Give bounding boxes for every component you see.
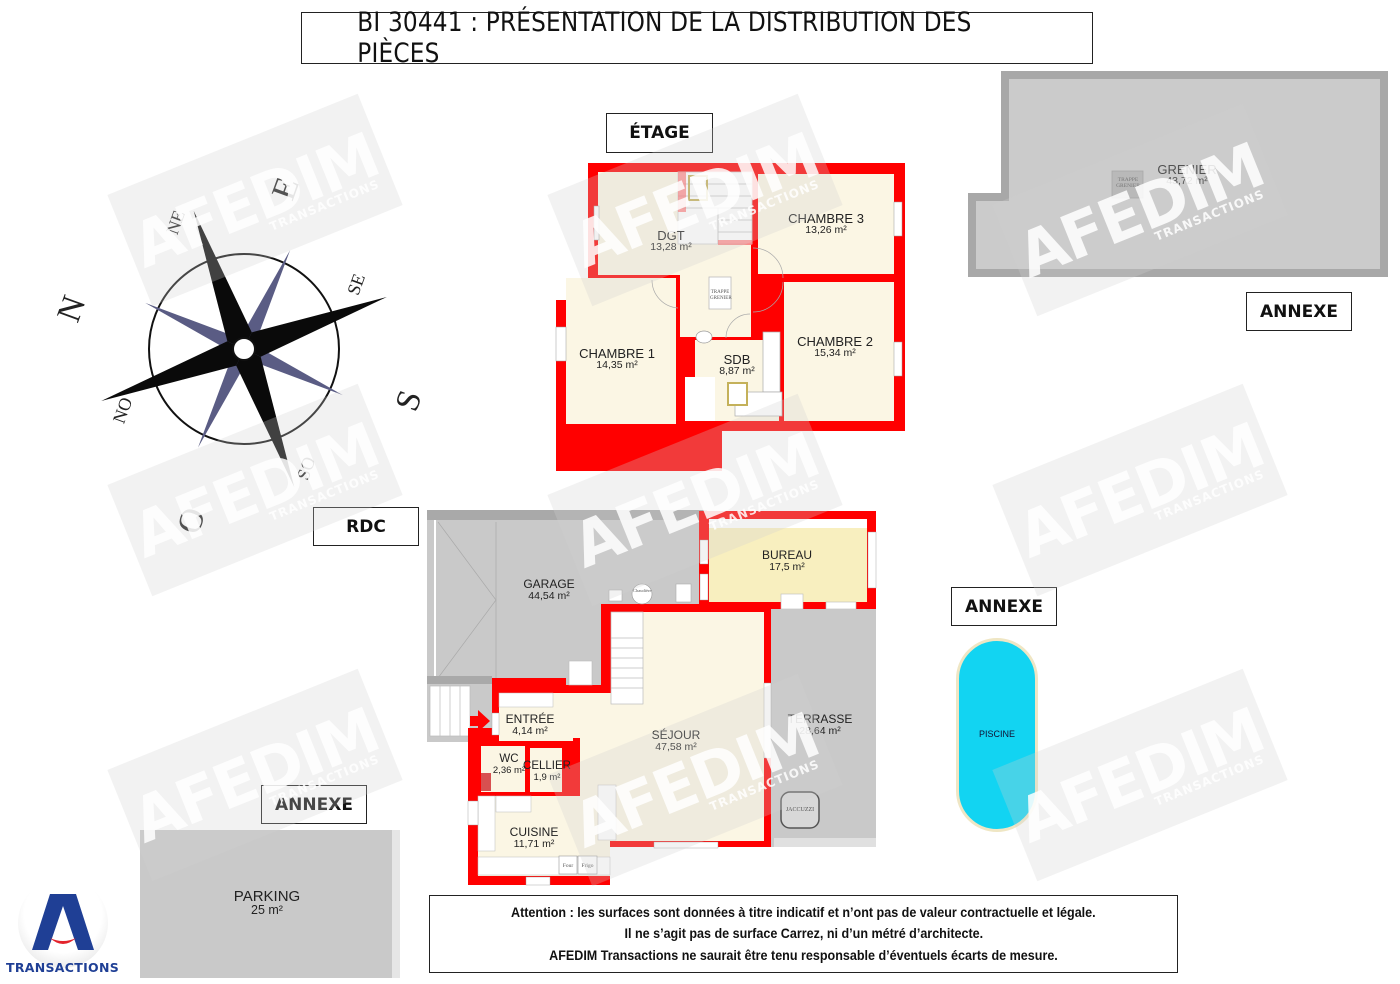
rdc-walls — [427, 510, 877, 886]
level-label-rdc: RDC — [313, 507, 419, 546]
etage-walls — [555, 163, 905, 471]
grenier-outline — [968, 71, 1388, 277]
level-label-etage: ÉTAGE — [606, 113, 713, 153]
level-label-annexe-parking: ANNEXE — [261, 785, 367, 824]
piscine-label: PISCINE — [978, 729, 1015, 739]
parking-area — [140, 830, 400, 978]
trappe-grenier-label: TRAPPE GRENIER — [710, 290, 732, 301]
notice-line-1: Attention : les surfaces sont données à … — [511, 904, 1096, 920]
afedim-logo: TRANSACTIONS — [6, 878, 120, 978]
level-label-annexe-grenier: ANNEXE — [1246, 292, 1352, 331]
jaccuzzi-label: JACCUZZI — [785, 807, 815, 813]
chaudiere-label: Chaudière — [633, 588, 652, 593]
logo-a-icon — [32, 894, 94, 950]
logo-text: TRANSACTIONS — [6, 960, 120, 975]
notice-line-2: Il ne s’agit pas de surface Carrez, ni d… — [624, 926, 983, 942]
page-title: BI 30441 : PRÉSENTATION DE LA DISTRIBUTI… — [301, 7, 1093, 69]
compass-icon — [101, 210, 387, 488]
four-label: Four — [562, 863, 574, 869]
disclaimer-notice: Attention : les surfaces sont données à … — [429, 895, 1178, 973]
frigo-label: Frigo — [581, 863, 594, 869]
compass-rose: N E S O NE SE SO NO — [40, 150, 440, 550]
piscine-shape — [956, 638, 1038, 832]
grenier-trappe-label: TRAPPE GRENIER — [1116, 177, 1140, 189]
notice-line-3: AFEDIM Transactions ne saurait être tenu… — [549, 947, 1058, 963]
level-label-annexe-piscine: ANNEXE — [951, 587, 1057, 626]
